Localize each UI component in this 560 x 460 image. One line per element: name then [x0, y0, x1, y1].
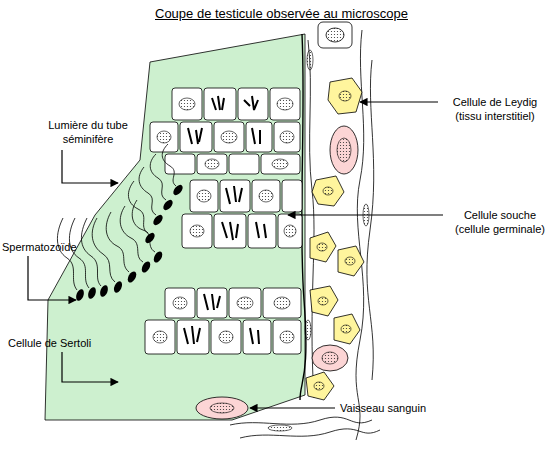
germ-cell [229, 154, 259, 174]
sperm-head [87, 286, 98, 300]
blood-cell [322, 352, 338, 364]
blood-vessel [312, 345, 348, 371]
blood-cell [210, 403, 234, 413]
leydig-cell [310, 232, 336, 262]
cell-nucleus [345, 257, 355, 265]
part-label: Cellule souche (cellule germinale) [446, 208, 554, 236]
germ-cell [282, 180, 302, 212]
sperm-head [140, 260, 152, 274]
leydig-cell [338, 246, 364, 276]
mitotic-figure [222, 186, 266, 240]
blood-cell [337, 138, 351, 162]
germ-cell [274, 122, 300, 152]
germ-cell [211, 320, 241, 354]
cell-nucleus [173, 297, 187, 309]
germ-cell [229, 288, 261, 318]
cell-nucleus [274, 297, 290, 309]
germ-cell [197, 288, 227, 318]
cell-nucleus [221, 131, 237, 143]
leader-arrow [28, 256, 76, 300]
germ-cell [248, 214, 276, 248]
cell-nucleus [205, 159, 219, 169]
germ-cell [197, 154, 227, 174]
cell-nucleus [157, 131, 171, 143]
germ-cell [263, 288, 301, 318]
cell-nucleus [284, 225, 296, 237]
cell-nucleus [153, 331, 167, 343]
sperm-head [143, 231, 156, 245]
cell-nucleus [277, 98, 293, 110]
mitotic-figure [184, 294, 259, 344]
germ-cell [145, 320, 175, 354]
germ-cell [190, 180, 218, 212]
fibre-line [230, 417, 372, 425]
germ-cell [172, 88, 202, 120]
tubule-lumen [45, 34, 305, 420]
germ-cell [165, 288, 195, 318]
germ-cell [214, 214, 246, 248]
germ-cell [273, 320, 301, 354]
cell-nucleus [237, 297, 253, 309]
sperm-head [75, 288, 86, 302]
cell-nucleus [317, 243, 327, 251]
fibre-line [308, 40, 314, 398]
fibroblast-nucleus [305, 320, 311, 340]
germ-cell [165, 154, 195, 174]
fibroblast-nucleus [268, 425, 292, 431]
cell-nucleus [179, 98, 195, 110]
sperm-head [126, 270, 138, 284]
leydig-cell [306, 372, 334, 400]
sperm-head [152, 250, 164, 264]
cell-nucleus [280, 131, 294, 143]
germ-cell [278, 214, 302, 248]
leydig-cell [334, 314, 360, 344]
part-label: Cellule de Leydig (tissu interstitiel) [440, 95, 550, 123]
part-label: Spermatozoïde [2, 240, 102, 254]
leader-arrow [62, 150, 118, 183]
cell-nucleus [318, 297, 328, 305]
cell-nucleus [314, 382, 324, 390]
leader-arrow [288, 214, 443, 215]
sperm-head [112, 280, 123, 294]
mitotic-figure [188, 96, 260, 144]
cell-nucleus [197, 190, 211, 202]
germ-cell [252, 180, 280, 212]
cell-nucleus [259, 190, 273, 202]
cell-nucleus [341, 325, 351, 333]
cell-nucleus [326, 28, 344, 42]
sperm-head [99, 284, 110, 298]
interstitial-cell [318, 22, 352, 48]
leydig-cell [312, 176, 344, 206]
cell-nucleus [323, 187, 333, 195]
part-label: Lumière du tube séminifère [40, 118, 136, 146]
part-label: Cellule de Sertoli [8, 336, 128, 350]
sperm-head [171, 183, 184, 197]
diagram-title: Coupe de testicule observée au microscop… [155, 6, 408, 21]
leader-arrow [360, 101, 438, 102]
part-label: Vaisseau sanguin [340, 401, 460, 415]
germ-cell [261, 154, 300, 174]
cell-nucleus [219, 331, 233, 343]
germ-cell [214, 122, 244, 152]
leydig-cell [328, 78, 362, 114]
germ-cell [243, 320, 271, 354]
fibre-line [240, 429, 380, 438]
sperm-tail [57, 144, 176, 290]
germ-cell [270, 88, 300, 120]
germ-cell [150, 122, 178, 152]
fibroblast-nucleus [307, 50, 313, 70]
leader-arrow [250, 407, 335, 408]
leydig-cell [310, 286, 338, 316]
cell-nucleus [339, 91, 351, 101]
cell-nucleus [190, 225, 204, 237]
sperm-head [151, 213, 164, 227]
blood-vessel [196, 397, 248, 419]
cell-nucleus [272, 159, 288, 169]
sperm-head [161, 198, 174, 212]
leader-arrow [62, 352, 118, 382]
cell-nucleus [280, 331, 294, 343]
germ-cell [182, 214, 212, 248]
blood-vessel [330, 126, 358, 174]
